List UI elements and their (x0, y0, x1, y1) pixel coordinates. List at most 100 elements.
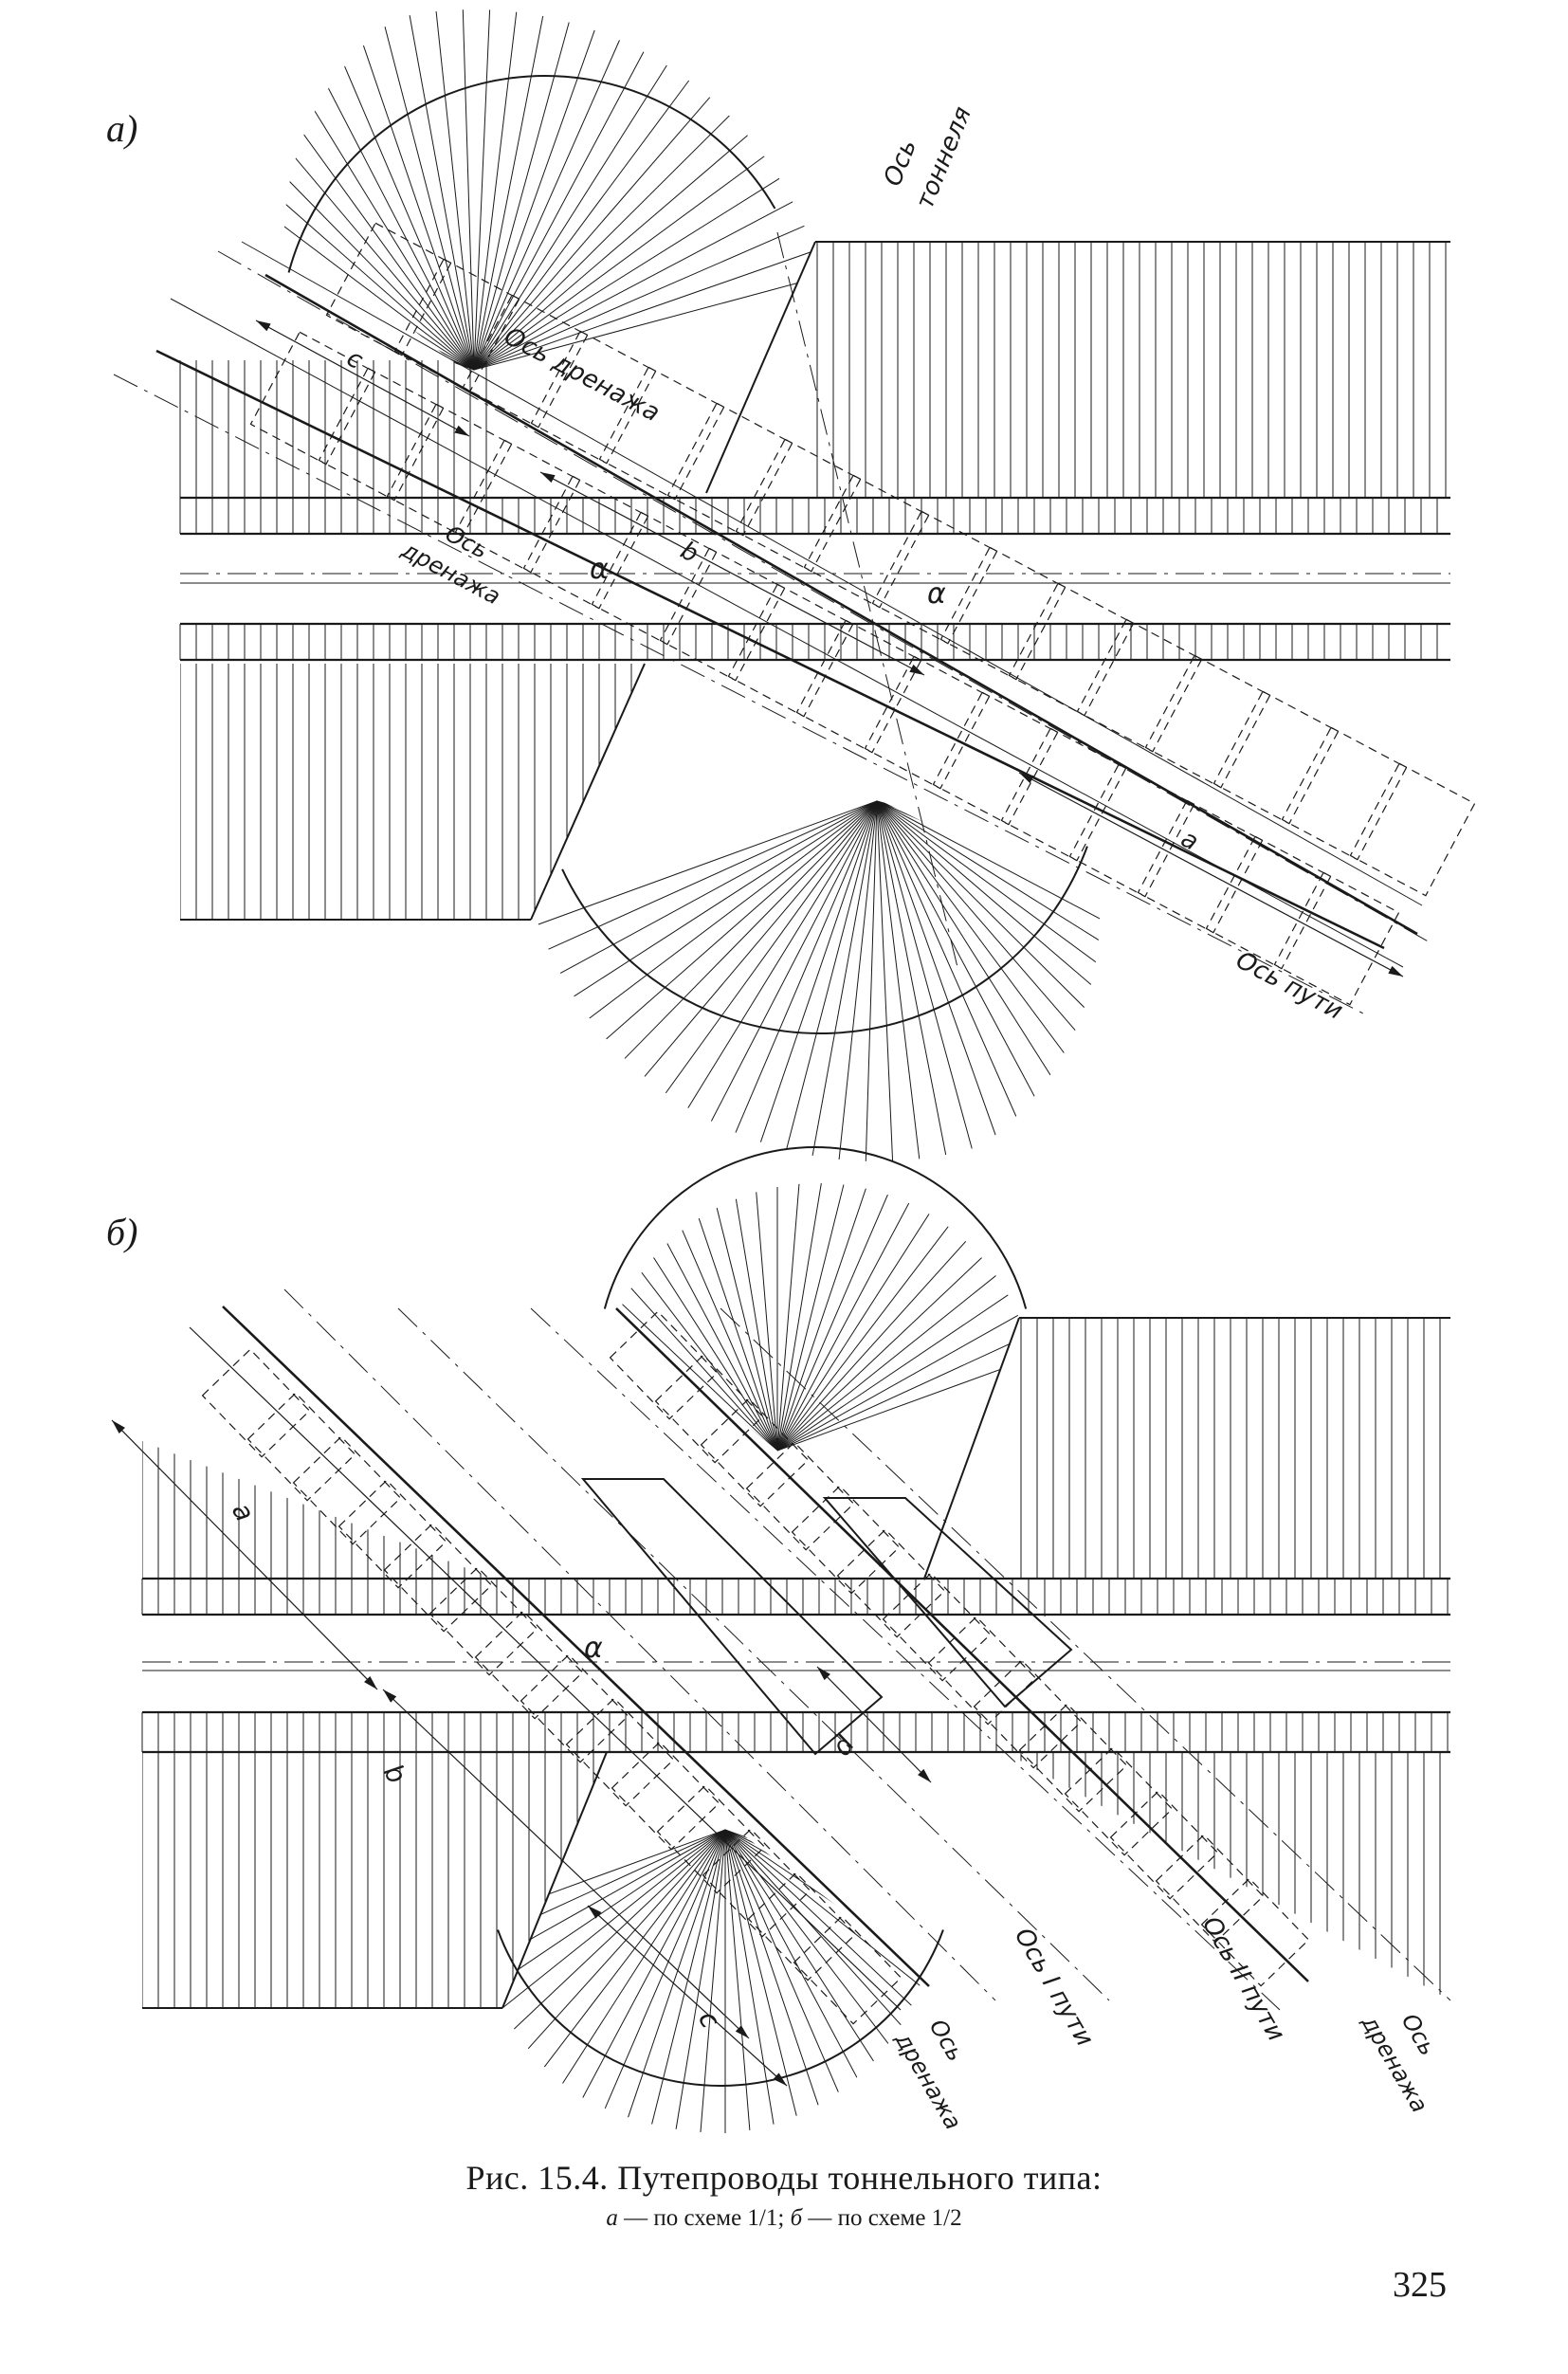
fan-line (724, 1829, 751, 2132)
dimension-shaft (111, 1419, 378, 1690)
fan-line (616, 1224, 778, 1452)
footing-outline (735, 438, 862, 573)
fan-line (473, 9, 491, 371)
footing-outline (393, 258, 520, 393)
fan-line (724, 1829, 924, 2000)
fan-line (574, 800, 878, 997)
page-number: 325 (1393, 2265, 1447, 2305)
footing-outline (1064, 1746, 1174, 1856)
a-tunnel-axis (217, 250, 1432, 944)
fan-line (284, 63, 475, 371)
fan-line (724, 1829, 924, 2038)
a-angle-right: α (927, 577, 946, 611)
fan-line (284, 152, 475, 371)
fan-line (724, 1829, 799, 2125)
a-embankment-top-hatch (816, 242, 1447, 498)
fan-line (876, 800, 947, 1156)
b-pier-block (822, 1497, 1073, 1708)
b-angle: α (584, 1632, 603, 1665)
footing-outline (1018, 1703, 1128, 1813)
fan-line (776, 1182, 851, 1452)
arrowhead (773, 2073, 787, 2086)
fan-line (284, 221, 475, 371)
fan-line (656, 1182, 778, 1452)
fan-line (606, 800, 878, 1040)
arrowhead (817, 1667, 830, 1681)
a-dim-c: c (342, 344, 368, 375)
fan-line (876, 800, 1093, 1091)
b-cone-top-hatch (616, 1182, 1019, 1452)
b-embankment-top-hatch (1020, 1318, 1441, 1579)
fan-line (724, 1829, 823, 2118)
fan-line (776, 1301, 1019, 1452)
footing-outline (428, 1566, 538, 1676)
fan-line (724, 1829, 775, 2129)
a-track-axis-label: Ось пути (1231, 946, 1347, 1026)
fan-line (435, 11, 475, 371)
dimension-shaft (382, 1689, 750, 2039)
arrowhead (256, 320, 271, 332)
fan-line (687, 800, 878, 1108)
a-slope-left-hatch (179, 360, 487, 498)
fan-line (876, 800, 1070, 1106)
fan-line (409, 15, 475, 371)
fan-line (776, 1280, 1019, 1452)
fan-line (776, 1209, 962, 1452)
fan-line (473, 225, 805, 371)
fan-line (502, 1829, 726, 1934)
b-rail-band-upper (141, 1577, 1450, 1616)
fan-line (724, 1829, 924, 2020)
fan-line (876, 800, 1101, 970)
fan-line (284, 131, 475, 371)
fan-line (865, 800, 878, 1161)
footing-outline (1000, 727, 1127, 862)
fan-line (473, 155, 765, 371)
fan-line (876, 800, 1101, 994)
fan-line (473, 250, 814, 371)
footing-outline (745, 1441, 855, 1551)
b-track1-axis (397, 1307, 1110, 2001)
a-abutment-edge (530, 663, 646, 921)
caption-sub-b-text: — по схеме 1/2 (802, 2205, 962, 2231)
dimension-shaft (587, 1905, 788, 2087)
a-angle-left: α (590, 553, 609, 586)
fan-line (776, 1323, 1019, 1452)
figure-caption-subtitle: а — по схеме 1/1; б — по схеме 1/2 (0, 2205, 1568, 2232)
fan-line (776, 1182, 899, 1452)
footing-outline (654, 1354, 764, 1464)
fan-line (624, 800, 878, 1059)
figure-caption-title: Рис. 15.4. Путепроводы тоннельного типа: (465, 2159, 1103, 2197)
b-track2-axis (530, 1307, 1281, 2011)
arrowhead (1019, 773, 1034, 784)
panel-b-label: б) (106, 1211, 138, 1253)
a-parallel-line (170, 298, 1404, 968)
b-drain-axis (720, 1307, 1451, 2001)
footing-outline (1281, 726, 1408, 861)
footing-outline (1205, 835, 1332, 970)
fan-line (752, 1182, 778, 1452)
fan-line (876, 800, 1101, 1036)
a-cone-top-arc (287, 75, 776, 273)
fan-line (604, 1829, 726, 2109)
footing-outline (246, 1392, 356, 1502)
fan-line (876, 800, 998, 1141)
arrowhead (540, 472, 556, 484)
fan-line (776, 1182, 803, 1452)
a-dim-a-line (1018, 772, 1404, 977)
b-dim-d: d (826, 1729, 861, 1762)
fan-line (724, 1829, 924, 1934)
footing-outline (793, 1915, 903, 2025)
dimension-shaft (1018, 772, 1404, 977)
fan-line (548, 800, 878, 950)
arrowhead (454, 425, 469, 436)
fan-line (616, 1209, 778, 1452)
fan-line (616, 1195, 778, 1452)
fan-line (473, 80, 690, 371)
fan-line (876, 800, 921, 1160)
arrowhead (383, 1689, 397, 1703)
fan-line (503, 1829, 726, 2038)
fan-line (332, 38, 475, 371)
fan-line (616, 1242, 778, 1452)
caption-sub-a-letter: а (606, 2205, 618, 2231)
a-parallel-line (241, 241, 1423, 906)
